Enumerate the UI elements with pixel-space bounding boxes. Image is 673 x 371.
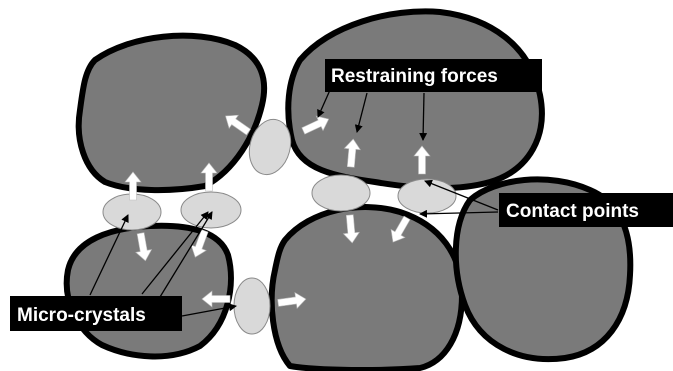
leader-micro-4 <box>181 303 237 317</box>
force-arrow <box>277 291 307 310</box>
force-arrow <box>201 290 231 308</box>
force-arrow <box>413 145 431 175</box>
force-arrows <box>124 114 431 310</box>
label-restraining-forces-text: Restraining forces <box>331 66 498 87</box>
label-contact-points-bg <box>499 193 673 227</box>
crystal-right <box>397 178 457 214</box>
force-arrow <box>225 114 251 136</box>
label-micro-crystals-bg <box>10 296 182 331</box>
crystal-center <box>311 174 371 212</box>
leader-micro-1 <box>89 214 129 296</box>
leader-contact-1 <box>424 179 499 211</box>
grain-bottom-center <box>268 204 465 371</box>
leader-restraining-1 <box>317 89 331 118</box>
grain-top-left <box>75 32 268 194</box>
leader-restraining-3 <box>419 92 428 141</box>
label-restraining-forces-bg <box>325 59 542 92</box>
label-micro-crystals: Micro-crystals <box>10 296 182 331</box>
leader-contact-2 <box>419 209 499 218</box>
force-arrow <box>301 115 330 135</box>
crystal-top <box>248 118 292 176</box>
label-restraining-forces: Restraining forces <box>325 59 542 92</box>
force-arrow <box>124 171 142 201</box>
leader-micro-3 <box>159 211 213 298</box>
crystal-middle-left <box>180 191 242 229</box>
label-contact-points-text: Contact points <box>506 201 639 222</box>
force-arrow <box>135 232 153 262</box>
label-micro-crystals-text: Micro-crystals <box>17 305 146 326</box>
force-arrow <box>343 138 361 168</box>
force-arrow <box>390 215 411 243</box>
force-arrow <box>190 229 209 258</box>
force-arrow <box>342 214 360 244</box>
leader-micro-2 <box>141 211 209 295</box>
crystal-bottom <box>233 277 271 335</box>
leader-lines <box>89 89 499 317</box>
label-contact-points: Contact points <box>499 193 673 227</box>
leader-restraining-2 <box>354 92 368 133</box>
force-arrow <box>200 162 218 192</box>
